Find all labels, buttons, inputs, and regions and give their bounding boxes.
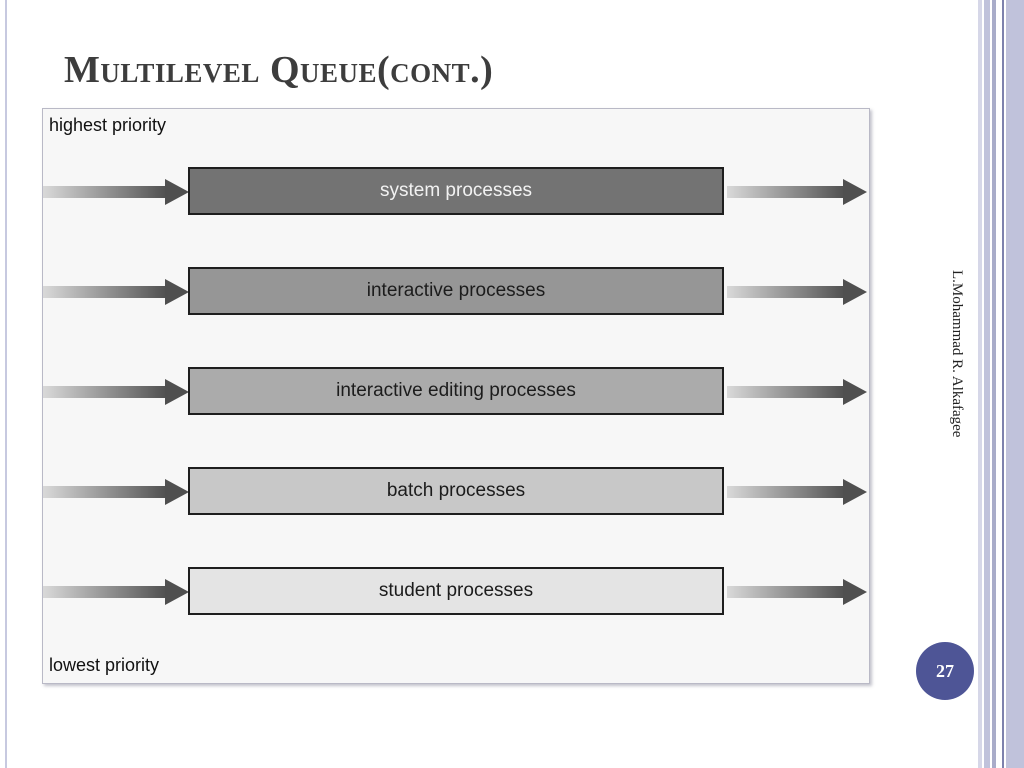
queue-label: student processes [378,580,534,601]
page-number: 27 [936,660,954,681]
multilevel-queue-diagram: highest priority lowest priority system … [42,108,870,684]
queue-interactive-processes: interactive processes [188,267,724,315]
highest-priority-label: highest priority [49,115,167,135]
queue-label: batch processes [386,480,526,501]
queue-batch-processes: batch processes [188,467,724,515]
queue-system-processes: system processes [188,167,724,215]
outgoing-arrow-icon [727,179,867,205]
incoming-arrow-icon [43,179,189,205]
outgoing-arrow-icon [727,279,867,305]
queue-label: system processes [379,180,533,201]
incoming-arrow-icon [43,479,189,505]
queue-interactive-editing-processes: interactive editing processes [188,367,724,415]
queue-student-processes: student processes [188,567,724,615]
slide-title: Multilevel Queue(cont.) [64,49,494,91]
page-number-badge: 27 [916,642,974,700]
right-border-decoration [978,0,1024,768]
author-credit: L.Mohammad R. Alkafagee [949,270,965,438]
incoming-arrow-icon [43,579,189,605]
left-border-decoration [0,0,10,768]
outgoing-arrow-icon [727,579,867,605]
queue-label: interactive editing processes [336,380,576,401]
incoming-arrow-icon [43,379,189,405]
queue-label: interactive processes [366,280,546,301]
outgoing-arrow-icon [727,479,867,505]
lowest-priority-label: lowest priority [49,655,160,675]
outgoing-arrow-icon [727,379,867,405]
incoming-arrow-icon [43,279,189,305]
